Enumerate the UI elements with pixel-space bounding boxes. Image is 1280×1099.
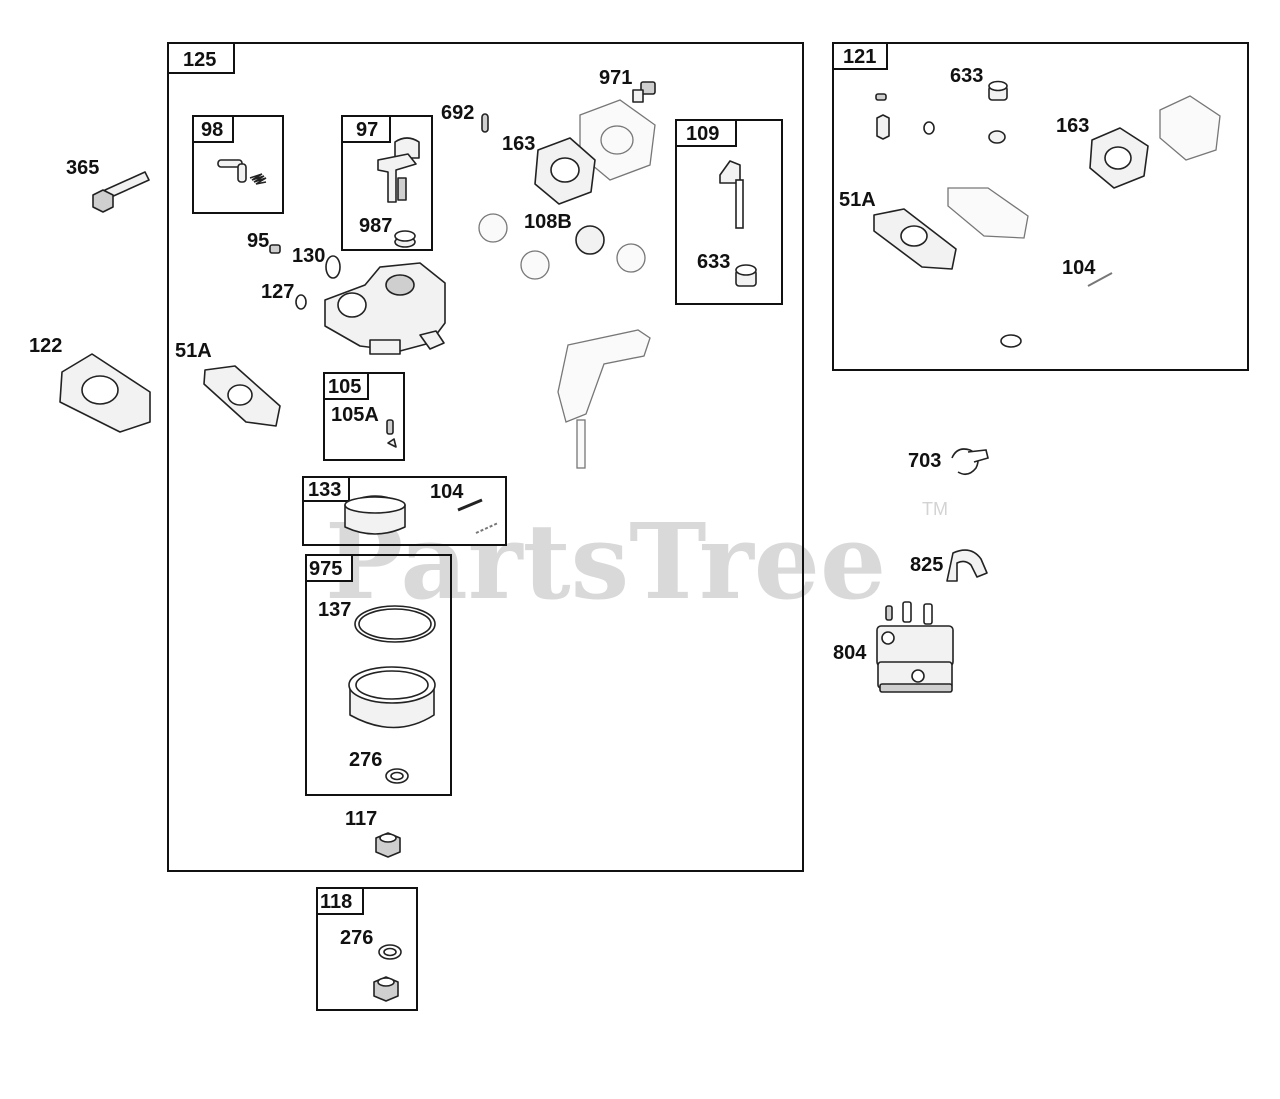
group-109-label[interactable]: 109 bbox=[686, 123, 719, 145]
gasket-163-121-part[interactable] bbox=[1089, 127, 1149, 189]
group-97-tag bbox=[341, 115, 391, 143]
label-971[interactable]: 971 bbox=[599, 67, 632, 89]
throttle-shaft-part[interactable] bbox=[377, 137, 420, 203]
label-163-121[interactable]: 163 bbox=[1056, 115, 1089, 137]
gasket-163-part[interactable] bbox=[534, 137, 596, 205]
choke-rod-part bbox=[576, 419, 586, 469]
float-needle-109-part[interactable] bbox=[719, 160, 744, 229]
group-98-box bbox=[192, 115, 284, 214]
group-133-tag bbox=[302, 476, 350, 502]
bushing-633-121-part[interactable] bbox=[988, 80, 1008, 101]
label-137[interactable]: 137 bbox=[318, 599, 351, 621]
label-633-109[interactable]: 633 bbox=[697, 251, 730, 273]
group-109-box bbox=[675, 119, 783, 305]
diaphragm-108b-parts[interactable] bbox=[478, 213, 646, 280]
group-975-label[interactable]: 975 bbox=[309, 558, 342, 580]
group-97-label[interactable]: 97 bbox=[356, 119, 378, 141]
label-117[interactable]: 117 bbox=[345, 808, 377, 830]
label-163-main[interactable]: 163 bbox=[502, 133, 535, 155]
gasket-130-part[interactable] bbox=[325, 255, 341, 279]
group-121-tag bbox=[832, 42, 888, 70]
float-133-part[interactable] bbox=[344, 495, 406, 535]
spacer-122-part[interactable] bbox=[59, 353, 151, 433]
group-125-box bbox=[167, 42, 804, 872]
gasket-51a-121-part[interactable] bbox=[873, 208, 957, 270]
label-633-121[interactable]: 633 bbox=[950, 65, 983, 87]
group-133-box bbox=[302, 476, 507, 546]
group-125-tag bbox=[167, 42, 235, 74]
watermark-tm: TM bbox=[922, 499, 948, 519]
group-98-tag bbox=[192, 115, 234, 143]
label-108b[interactable]: 108B bbox=[524, 211, 572, 233]
label-104-121[interactable]: 104 bbox=[1062, 257, 1096, 279]
label-122[interactable]: 122 bbox=[29, 335, 62, 357]
bowl-nut-118-part[interactable] bbox=[373, 976, 399, 1002]
oring-127-part[interactable] bbox=[295, 294, 307, 310]
choke-lever-part bbox=[557, 329, 651, 423]
label-130[interactable]: 130 bbox=[292, 245, 325, 267]
ring-121-part[interactable] bbox=[1000, 334, 1022, 348]
label-825[interactable]: 825 bbox=[910, 554, 943, 576]
bushing-633-part[interactable] bbox=[735, 264, 757, 287]
label-692[interactable]: 692 bbox=[441, 102, 474, 124]
carburetor-body-part[interactable] bbox=[324, 262, 446, 355]
watermark-text: PartsTree bbox=[325, 500, 886, 623]
label-105a[interactable]: 105A bbox=[331, 404, 379, 426]
group-121-label[interactable]: 121 bbox=[843, 46, 876, 68]
group-118-box bbox=[316, 887, 418, 1011]
washer-276-118-part[interactable] bbox=[378, 944, 402, 960]
bolt-365-part[interactable] bbox=[92, 171, 150, 213]
label-51a-left[interactable]: 51A bbox=[175, 340, 212, 362]
label-51a-121[interactable]: 51A bbox=[839, 189, 876, 211]
bushing-987-part[interactable] bbox=[394, 230, 416, 248]
group-98-label[interactable]: 98 bbox=[201, 119, 223, 141]
pin-692-part[interactable] bbox=[481, 113, 489, 133]
clip-703-part[interactable] bbox=[951, 448, 989, 476]
label-276-975[interactable]: 276 bbox=[349, 749, 382, 771]
group-121-box bbox=[832, 42, 1249, 371]
gasket-ghost-121b bbox=[947, 187, 1029, 239]
screw-971-part[interactable] bbox=[632, 81, 656, 103]
pin-104-part[interactable] bbox=[457, 498, 483, 512]
group-105-label[interactable]: 105 bbox=[328, 376, 361, 398]
gasket-51a-part[interactable] bbox=[203, 365, 281, 427]
label-987[interactable]: 987 bbox=[359, 215, 392, 237]
group-118-tag bbox=[316, 887, 364, 915]
label-95[interactable]: 95 bbox=[247, 230, 269, 252]
fuel-pump-804-part[interactable] bbox=[876, 601, 954, 693]
group-109-tag bbox=[675, 119, 737, 147]
oring-137-part[interactable] bbox=[354, 605, 436, 643]
group-105-tag bbox=[323, 372, 369, 400]
gasket-ghost-121 bbox=[1159, 95, 1221, 161]
pin-104-ghost bbox=[475, 522, 499, 534]
group-975-box bbox=[305, 554, 452, 796]
bowl-nut-117-part[interactable] bbox=[375, 832, 401, 858]
choke-pin-and-spring-part[interactable] bbox=[217, 159, 267, 185]
washer-276-part[interactable] bbox=[385, 768, 409, 784]
label-703[interactable]: 703 bbox=[908, 450, 941, 472]
group-118-label[interactable]: 118 bbox=[320, 891, 352, 913]
label-104-133[interactable]: 104 bbox=[430, 481, 464, 503]
jet-105a-part[interactable] bbox=[386, 419, 397, 448]
label-127[interactable]: 127 bbox=[261, 281, 294, 303]
gasket-ghost-hole bbox=[600, 125, 634, 155]
label-365[interactable]: 365 bbox=[66, 157, 99, 179]
pin-104-121-part[interactable] bbox=[1087, 272, 1113, 287]
group-975-tag bbox=[305, 554, 353, 582]
small-parts-121[interactable] bbox=[875, 93, 1006, 144]
screw-95-part[interactable] bbox=[269, 244, 281, 254]
group-133-label[interactable]: 133 bbox=[308, 479, 341, 501]
label-804[interactable]: 804 bbox=[833, 642, 867, 664]
float-bowl-part[interactable] bbox=[348, 666, 436, 729]
group-125-label[interactable]: 125 bbox=[183, 49, 216, 71]
label-276-118[interactable]: 276 bbox=[340, 927, 373, 949]
hose-825-part[interactable] bbox=[946, 549, 988, 582]
